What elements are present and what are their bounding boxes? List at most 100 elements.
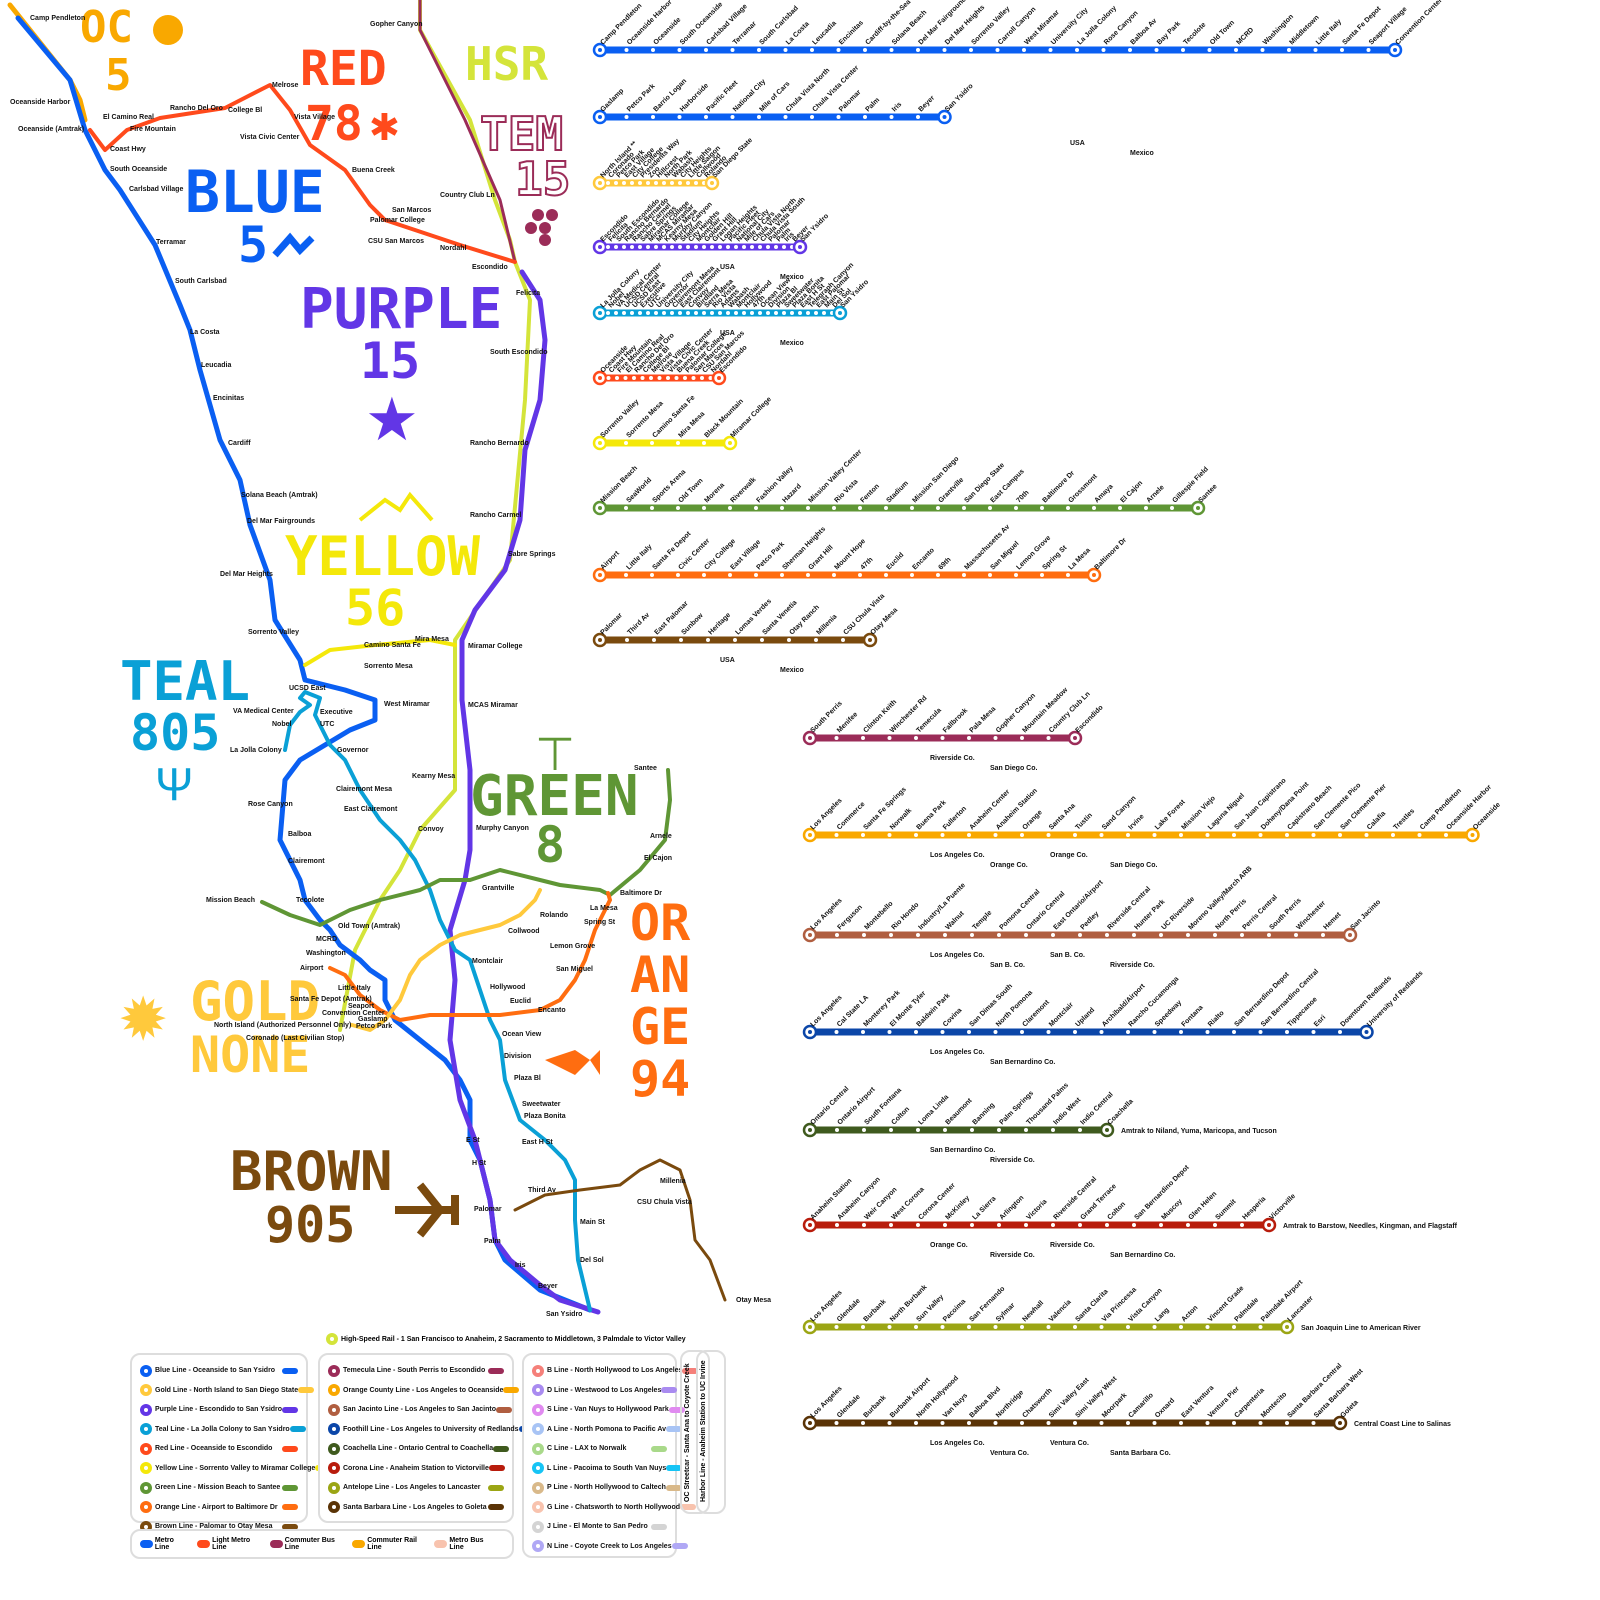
station-marker[interactable] [1231, 1420, 1237, 1426]
station-marker[interactable] [857, 572, 863, 578]
station-marker[interactable] [676, 114, 683, 120]
station-marker[interactable] [1091, 505, 1097, 511]
station-marker[interactable] [669, 244, 675, 250]
station-marker[interactable] [862, 114, 868, 120]
station-marker[interactable] [623, 114, 630, 120]
station-marker[interactable] [1077, 932, 1083, 938]
station-marker[interactable] [935, 572, 941, 578]
station-marker[interactable] [809, 47, 815, 53]
station-marker[interactable] [1178, 1420, 1184, 1426]
station-marker[interactable] [677, 180, 683, 186]
station-marker[interactable] [966, 735, 972, 741]
station-marker[interactable] [1045, 1029, 1052, 1035]
station-marker[interactable] [709, 244, 715, 250]
station-marker[interactable] [705, 637, 711, 643]
station-marker[interactable] [709, 310, 715, 316]
station-marker[interactable] [685, 310, 691, 316]
station-marker[interactable] [1072, 832, 1078, 838]
station-marker[interactable] [961, 505, 967, 511]
station-marker[interactable] [1257, 1324, 1264, 1330]
station-marker[interactable] [966, 1029, 972, 1035]
station-marker[interactable] [1125, 1324, 1131, 1330]
station-marker[interactable] [1257, 1420, 1264, 1426]
station-marker[interactable] [650, 47, 656, 53]
station-marker[interactable] [729, 114, 736, 120]
station-marker[interactable] [992, 832, 999, 838]
station-marker[interactable] [1365, 47, 1372, 53]
station-marker[interactable] [992, 1029, 999, 1035]
station-marker[interactable] [1266, 932, 1272, 938]
station-marker[interactable] [1212, 1222, 1218, 1228]
station-marker[interactable] [860, 735, 866, 741]
station-marker[interactable] [1050, 1222, 1056, 1228]
station-marker[interactable] [1185, 932, 1191, 938]
station-marker[interactable] [909, 505, 915, 511]
station-marker[interactable] [1072, 1420, 1078, 1426]
station-marker[interactable] [909, 572, 915, 578]
station-marker[interactable] [833, 735, 840, 741]
station-marker[interactable] [781, 310, 787, 316]
station-marker[interactable] [915, 1222, 921, 1228]
station-marker[interactable] [703, 114, 709, 120]
station-marker[interactable] [1050, 1127, 1056, 1133]
station-marker[interactable] [749, 310, 755, 316]
station-marker[interactable] [1045, 735, 1052, 741]
station-marker[interactable] [996, 932, 1002, 938]
station-marker[interactable] [833, 832, 840, 838]
station-marker[interactable] [669, 180, 675, 186]
station-marker[interactable] [813, 310, 819, 316]
station-marker[interactable] [1363, 832, 1370, 838]
station-marker[interactable] [1074, 47, 1080, 53]
station-marker[interactable] [961, 572, 967, 578]
station-marker[interactable] [677, 244, 683, 250]
station-marker[interactable] [645, 244, 651, 250]
station-marker[interactable] [613, 244, 619, 250]
station-marker[interactable] [637, 310, 643, 316]
station-marker[interactable] [757, 244, 763, 250]
station-marker[interactable] [1231, 832, 1237, 838]
station-marker[interactable] [888, 932, 894, 938]
station-marker[interactable] [741, 244, 747, 250]
station-marker[interactable] [669, 310, 675, 316]
station-marker[interactable] [656, 375, 663, 381]
station-marker[interactable] [888, 114, 895, 120]
station-marker[interactable] [637, 180, 643, 186]
station-marker[interactable] [860, 1029, 866, 1035]
station-marker[interactable] [1239, 1222, 1245, 1228]
station-marker[interactable] [805, 310, 811, 316]
station-marker[interactable] [753, 572, 759, 578]
station-marker[interactable] [1286, 47, 1292, 53]
station-marker[interactable] [1019, 832, 1025, 838]
station-marker[interactable] [781, 244, 787, 250]
station-marker[interactable] [1125, 1420, 1131, 1426]
station-marker[interactable] [1117, 505, 1123, 511]
station-marker[interactable] [861, 1222, 867, 1228]
station-marker[interactable] [1077, 1222, 1083, 1228]
station-marker[interactable] [665, 375, 671, 381]
station-marker[interactable] [1257, 832, 1264, 838]
station-marker[interactable] [765, 244, 771, 250]
station-marker[interactable] [1204, 832, 1211, 838]
station-marker[interactable] [1065, 505, 1071, 511]
station-marker[interactable] [969, 932, 975, 938]
station-marker[interactable] [1206, 47, 1213, 53]
station-marker[interactable] [1098, 1029, 1105, 1035]
station-marker[interactable] [862, 47, 868, 53]
station-marker[interactable] [1312, 47, 1319, 53]
station-marker[interactable] [996, 1222, 1002, 1228]
station-marker[interactable] [733, 310, 739, 316]
station-marker[interactable] [886, 1029, 893, 1035]
station-marker[interactable] [649, 572, 655, 578]
station-marker[interactable] [942, 932, 948, 938]
station-marker[interactable] [623, 505, 629, 511]
station-marker[interactable] [1151, 1420, 1158, 1426]
station-marker[interactable] [857, 505, 863, 511]
station-marker[interactable] [1098, 832, 1105, 838]
station-marker[interactable] [1231, 1029, 1237, 1035]
station-marker[interactable] [1023, 1127, 1029, 1133]
station-marker[interactable] [833, 1324, 840, 1330]
station-marker[interactable] [1284, 1420, 1290, 1426]
station-marker[interactable] [629, 244, 635, 250]
station-marker[interactable] [915, 114, 921, 120]
station-marker[interactable] [648, 375, 654, 381]
